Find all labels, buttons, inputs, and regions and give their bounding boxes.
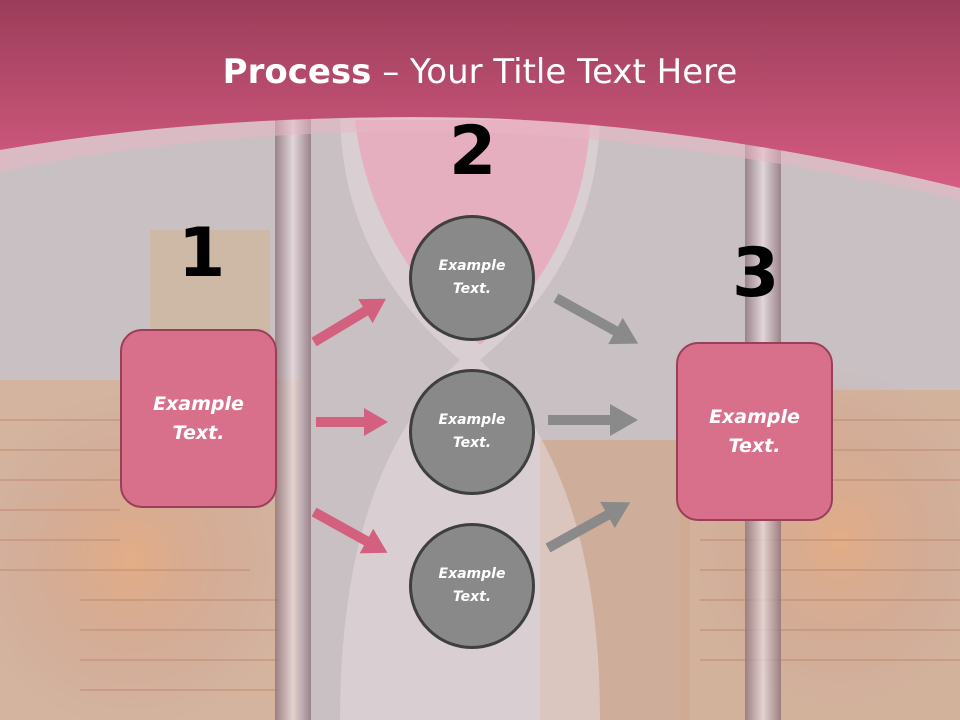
arrow-right-up-pink [311, 298, 387, 347]
step3-text: Example Text. [709, 403, 800, 461]
arrow-right-down-pink [311, 507, 388, 554]
step1-text: Example Text. [153, 390, 244, 448]
arrow-right-pink [316, 408, 388, 436]
circle-middle-line1: Example [438, 412, 506, 428]
step3-text-line1: Example [709, 405, 800, 428]
arrow-right-gray [548, 404, 638, 436]
title-rest: Your Title Text Here [410, 52, 738, 92]
title-bold: Process [222, 52, 372, 92]
arrow-right-down-gray [553, 293, 639, 345]
slide-title: Process – Your Title Text Here [0, 52, 960, 92]
step2-circle-top: Example Text. [409, 215, 535, 341]
step-number-2: 2 [449, 112, 497, 191]
circle-top-line2: Text. [452, 281, 492, 297]
title-dash: – [382, 52, 400, 92]
circle-bottom-line2: Text. [452, 589, 492, 605]
arrow-right-up-gray [545, 501, 631, 553]
step-number-1: 1 [178, 214, 226, 293]
step-number-3: 3 [732, 234, 780, 313]
step2-circle-middle: Example Text. [409, 369, 535, 495]
circle-top-line1: Example [438, 258, 506, 274]
step1-box: Example Text. [120, 329, 277, 508]
step2-circle-bottom: Example Text. [409, 523, 535, 649]
step3-box: Example Text. [676, 342, 833, 521]
step3-text-line2: Text. [728, 434, 781, 457]
circle-bottom-line1: Example [438, 566, 506, 582]
step1-text-line2: Text. [172, 421, 225, 444]
step1-text-line1: Example [153, 392, 244, 415]
circle-middle-line2: Text. [452, 435, 492, 451]
